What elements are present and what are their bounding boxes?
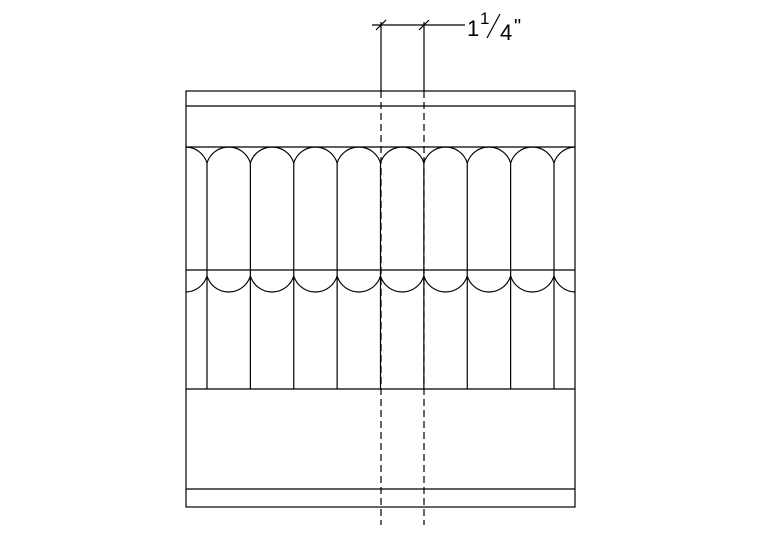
flute-top-arc <box>249 146 295 164</box>
dimension-denominator: 4 <box>500 20 512 45</box>
flute-top-arc <box>553 146 575 164</box>
fraction-slash <box>486 13 501 39</box>
dimension-numerator: 1 <box>480 9 489 28</box>
flute-top-arc <box>206 146 251 164</box>
flute-top-arc <box>293 146 338 164</box>
flute-bottom-arc <box>466 275 512 293</box>
flute-bottom-arc <box>249 275 295 293</box>
flute-bottom-arc <box>423 275 468 293</box>
flute-bottom-arc <box>293 275 338 293</box>
flute-bottom-arc <box>206 275 251 293</box>
dimension-label: 1 1 4 " <box>467 9 521 45</box>
flute-top-arc <box>423 146 468 164</box>
flute-bottom-arc <box>336 275 382 293</box>
dimension-tick-left <box>375 19 387 31</box>
flute-bottom-arc <box>553 275 575 293</box>
flute-bottom-arc <box>510 275 555 293</box>
dimension-whole: 1 <box>467 16 479 41</box>
flute-top-arc <box>379 146 425 164</box>
flute-top-arc <box>186 146 208 164</box>
flute-bottom-arc <box>379 275 425 293</box>
flute-bottom-arc <box>186 275 208 293</box>
flute-pattern <box>186 146 575 389</box>
flute-top-arc <box>466 146 512 164</box>
flute-top-arc <box>510 146 555 164</box>
dimension-unit: " <box>514 16 521 38</box>
dimension-tick-right <box>418 19 430 31</box>
flute-top-arc <box>336 146 382 164</box>
